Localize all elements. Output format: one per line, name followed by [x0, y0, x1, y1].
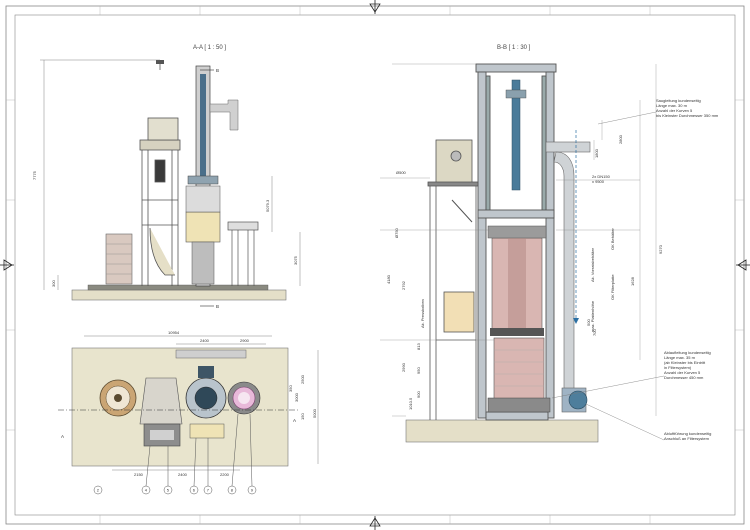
plan-press: [185, 366, 227, 439]
note-outlet-line-6: Durchmesser 450 mm: [664, 375, 704, 380]
note-outlet-line-4: in Filtersystem): [664, 365, 692, 370]
dim-bb-d2: 700: [592, 329, 597, 336]
note-outlet-line-5: Anzahl der Kurven 5: [664, 370, 701, 375]
dim-plan-bottom-b: 2400: [178, 472, 188, 477]
balloon-4: 4: [145, 488, 148, 493]
dim-bb-total-height: 9270: [658, 244, 663, 254]
bb-press-tank: [487, 225, 547, 336]
dim-upper-height: 5079.3: [265, 199, 270, 212]
dim-bb-e4: 1010.5: [408, 397, 413, 410]
dim-plan-right-total: 5000: [312, 408, 317, 418]
balloon-8: 8: [231, 488, 234, 493]
dim-plan-bottom-c: 2200: [220, 472, 230, 477]
section-aa-elevation: B B 7775 300 5079.3 3075: [32, 59, 301, 309]
dim-lower-height: 3075: [293, 255, 298, 265]
balloon-5: 5: [167, 488, 170, 493]
dim-bb-e1: 813: [416, 343, 421, 350]
bb-level-lines: [380, 63, 657, 417]
annotation-drain: Abluftführung kundenseitig Anschluß an F…: [585, 403, 711, 441]
dim-bb-d1: 500: [586, 319, 591, 326]
balloon-7: 7: [207, 488, 210, 493]
dim-small-height: 300: [51, 280, 56, 287]
dim-plan-overall: 10954: [168, 330, 180, 335]
balloon-9: 9: [251, 488, 254, 493]
dim-plan-right-upper: 2500: [300, 374, 305, 384]
balloon-6: 6: [193, 488, 196, 493]
dim-bb-dn: 2x DN150: [592, 174, 611, 179]
bb-storage-tank: [487, 337, 551, 413]
section-marker-b-top: B: [216, 68, 219, 73]
dim-bb-mid-level: 2792: [401, 280, 406, 290]
dim-bb-pipe-a: 2800: [618, 134, 623, 144]
bb-suction-pipe: [545, 141, 591, 413]
balloon-2: 2: [97, 488, 100, 493]
dim-plan-right-small: 350: [288, 385, 293, 392]
level-label-filter-plate: OK Filterplatte: [610, 274, 615, 300]
level-label-max-plate: max. Plattenhöhe: [590, 300, 595, 332]
dim-bb-lower-total: 4180: [386, 274, 391, 284]
dim-bb-ring: Ø750: [394, 227, 399, 238]
note-suction-line-2: Länge max. 30 m: [656, 103, 688, 108]
section-marker-a-left: A: [61, 434, 64, 439]
bb-press-rod: [511, 79, 521, 191]
note-suction-line-1: Saugleitung kundenseitig: [656, 98, 701, 103]
note-drain-line-1: Abluftführung kundenseitig: [664, 431, 711, 436]
section-aa-title: A-A [ 1 : 50 ]: [193, 45, 226, 51]
right-frame: [227, 221, 259, 286]
note-suction-line-3: Anzahl der Kurven 5: [656, 108, 693, 113]
section-marker-a-right: A: [293, 418, 296, 423]
dim-bb-e3: 900: [416, 391, 421, 398]
note-suction-line-4: bis Kleinster Durchmesser 350 mm: [656, 113, 719, 118]
note-outlet-line-1: Ablaufleitung kundenseitig: [664, 350, 711, 355]
level-label-storage: Ak. Vorratsbehälter: [590, 247, 595, 282]
dim-bb-gland: Ø500: [396, 170, 407, 175]
annotation-suction: Saugleitung kundenseitig Länge max. 30 m…: [597, 98, 719, 125]
dim-bb-low-level: 2990: [401, 362, 406, 372]
dim-plan-bottom-a: 2150: [134, 472, 144, 477]
dim-bb-dn-sub: x 9500: [592, 179, 605, 184]
press-column: [185, 65, 239, 287]
section-bb-title: B-B [ 1 : 30 ]: [497, 45, 531, 51]
support-frame: [139, 117, 181, 286]
dim-plan-top-right: 2900: [240, 338, 250, 343]
storage-tank-left: [105, 233, 133, 285]
dim-bb-d3: 1628: [630, 276, 635, 286]
level-label-press-piston: Ak. Presskolben: [420, 299, 425, 328]
note-outlet-line-2: Länge max. 35 m: [664, 355, 696, 360]
plan-view: A A 10954 2400 2900 2150 2400 2200 5000 …: [58, 330, 319, 495]
bb-main-frame: [475, 63, 557, 421]
note-drain-line-2: Anschluß an Filtersystem: [664, 436, 710, 441]
level-label-container: OK Behälter: [610, 228, 615, 250]
dimension-lines-aa: [40, 59, 301, 290]
position-balloons: [93, 413, 257, 495]
plan-hopper: [139, 377, 183, 447]
plan-ring-right: [227, 381, 261, 415]
dim-plan-right-lower: 3000: [294, 392, 299, 402]
note-outlet-line-3: (ab Kleinster bis Eintritt: [664, 360, 706, 365]
dim-bb-pipe-b: 1800: [594, 148, 599, 158]
dimension-lines-plan: [84, 335, 319, 471]
section-bb-elevation: 9270 4180 2792 2990 813 950 900 1010.5 5…: [380, 63, 663, 443]
dim-plan-top-left: 2400: [200, 338, 210, 343]
annotation-outlet: Ablaufleitung kundenseitig Länge max. 35…: [551, 350, 711, 399]
dim-plan-right-small2: 150: [300, 413, 305, 420]
bb-side-platform: [427, 139, 479, 420]
dim-bb-e2: 950: [416, 367, 421, 374]
section-marker-b-bottom: B: [216, 304, 219, 309]
plan-turntable-left: [99, 379, 137, 417]
dim-overall-height: 7775: [32, 170, 37, 180]
